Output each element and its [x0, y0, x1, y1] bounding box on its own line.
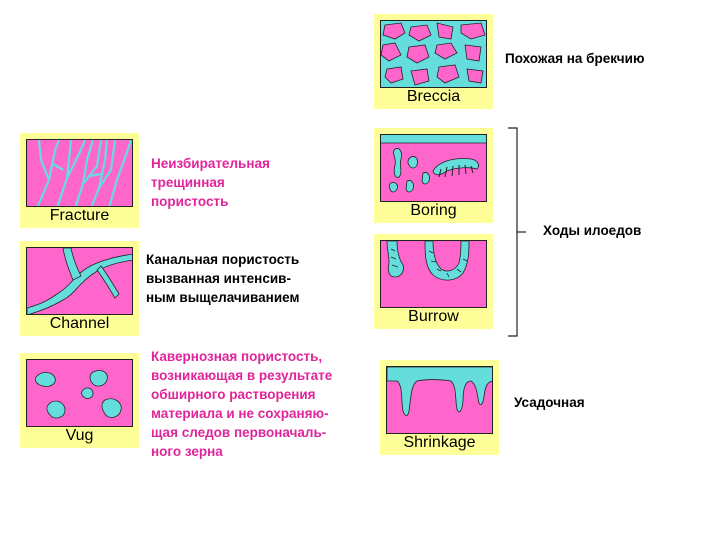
breccia-card: Breccia: [374, 14, 493, 109]
shrinkage-image: [386, 366, 493, 434]
breccia-label: Breccia: [406, 88, 461, 105]
channel-image: [26, 247, 133, 315]
burrow-card: Burrow: [374, 234, 493, 329]
boring-label: Boring: [410, 202, 457, 219]
channel-label: Channel: [49, 315, 110, 332]
shrinkage-description: Усадочная: [514, 395, 585, 410]
burrow-image: [380, 240, 487, 308]
shrinkage-label: Shrinkage: [403, 434, 476, 451]
burrow-label: Burrow: [408, 308, 459, 325]
fracture-image: [26, 139, 133, 207]
boring-card: Boring: [374, 128, 493, 223]
vug-label: Vug: [65, 427, 94, 444]
fracture-description: Неизбирательная трещинная пористость: [151, 156, 270, 209]
vug-image: [26, 359, 133, 427]
burrow-group-description: Ходы илоедов: [543, 223, 642, 238]
vug-card: Vug: [20, 353, 139, 448]
fracture-label: Fracture: [49, 207, 110, 224]
fracture-card: Fracture: [20, 133, 139, 228]
breccia-description: Похожая на брекчию: [505, 51, 645, 66]
breccia-image: [380, 20, 487, 88]
boring-image: [380, 134, 487, 202]
channel-card: Channel: [20, 241, 139, 336]
vug-description: Кавернозная пористость, возникающая в ре…: [151, 349, 333, 459]
shrinkage-card: Shrinkage: [380, 360, 499, 455]
channel-description: Канальная пористость вызванная интенсив-…: [146, 252, 300, 305]
